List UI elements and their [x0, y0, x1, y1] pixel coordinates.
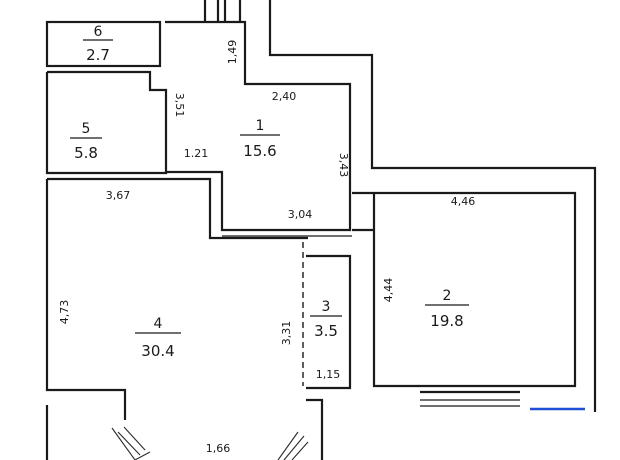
outer-wall-right: [268, 0, 597, 412]
dimension-label: 3,04: [288, 208, 313, 221]
dimension-label: 4,73: [58, 300, 71, 325]
room-3-number: 3: [322, 299, 331, 315]
room-5-outline[interactable]: [45, 70, 168, 175]
room-6-area: 2.7: [86, 46, 110, 64]
room-1-outline[interactable]: [165, 20, 352, 237]
room-2-area: 19.8: [430, 312, 463, 330]
room-5-number: 5: [82, 121, 91, 137]
room-2-number: 2: [443, 288, 452, 304]
dimension-label: 1,49: [226, 40, 239, 65]
room-3-outline[interactable]: [302, 242, 352, 390]
room-1-number: 1: [256, 118, 265, 134]
dimension-label: 3,43: [337, 153, 350, 178]
room-1-area: 15.6: [243, 142, 276, 160]
dimension-label: 2,40: [272, 90, 297, 103]
dimension-label: 3,51: [173, 93, 186, 118]
room-5-area: 5.8: [74, 144, 98, 162]
room-2-outline[interactable]: [352, 191, 577, 388]
dimension-label: 1,66: [206, 442, 231, 455]
room-4-area: 30.4: [141, 342, 174, 360]
room-4-number: 4: [154, 316, 163, 332]
dimension-label: 1.21: [184, 147, 209, 160]
bottom-corridor: [111, 398, 324, 460]
dimension-label: 3,31: [280, 321, 293, 346]
dimension-label: 4,44: [382, 278, 395, 303]
window-bottom: [420, 390, 585, 411]
room-6-outline[interactable]: [45, 20, 162, 68]
dimension-label: 1,15: [316, 368, 341, 381]
room-4-outline[interactable]: [45, 177, 308, 460]
entrance-stub-walls: [203, 0, 242, 22]
room-3-area: 3.5: [314, 322, 338, 340]
dimension-label: 3,67: [106, 189, 131, 202]
room-6-number: 6: [94, 24, 103, 40]
dimension-label: 4,46: [451, 195, 476, 208]
